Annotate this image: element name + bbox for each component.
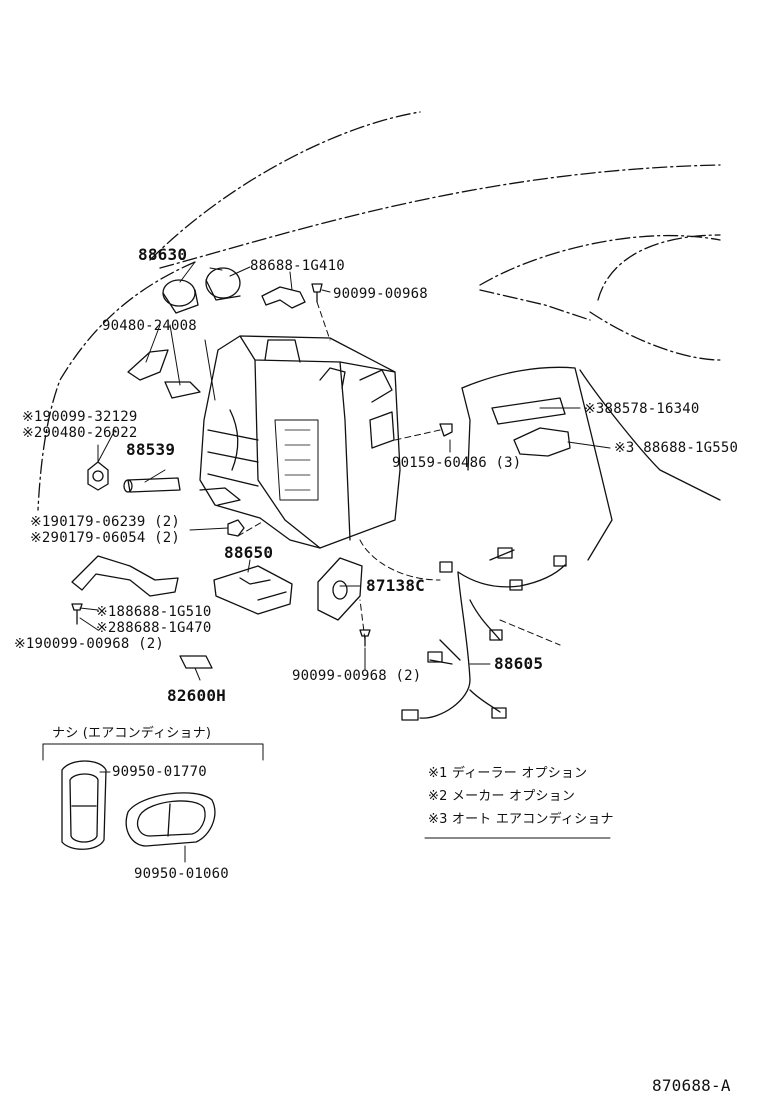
label-9048026022: ※290480-26022 — [22, 425, 138, 441]
label-9048024008: 90480-24008 — [102, 318, 197, 334]
part-88605-harness — [401, 547, 567, 721]
part-bracket-886881g410 — [261, 286, 306, 309]
label-88539: 88539 — [126, 440, 176, 459]
part-bracket-left — [71, 555, 179, 597]
leader-lines — [79, 261, 611, 863]
part-87138c-bracket — [317, 557, 363, 621]
label-82600h: 82600H — [167, 686, 226, 705]
dashed-lines — [237, 301, 561, 646]
part-886881g550 — [513, 427, 571, 457]
part-screw-right — [439, 423, 453, 437]
label-9017906054: ※290179-06054 (2) — [30, 530, 180, 546]
label-8857816340: ※388578-16340 — [584, 401, 700, 417]
part-88650-module — [213, 565, 293, 615]
label-9009900968: 90099-00968 — [333, 286, 428, 302]
label-88630: 88630 — [138, 245, 188, 264]
label-9009900968-bottom: 90099-00968 (2) — [292, 668, 422, 684]
part-82600h-fuse — [179, 655, 213, 669]
legend-note-2: ※2 メーカー オプション — [428, 789, 576, 804]
label-886881g470: ※288688-1G470 — [96, 620, 212, 636]
part-9095001770-grommet — [61, 760, 107, 850]
part-88539-tube — [123, 477, 181, 493]
label-9017906239: ※190179-06239 (2) — [30, 514, 180, 530]
legend-note-1: ※1 ディーラー オプション — [428, 766, 588, 781]
legend-note-3: ※3 オート エアコンディショナ — [428, 812, 614, 827]
part-9048024008 — [127, 349, 201, 399]
label-886881g510: ※188688-1G510 — [96, 604, 212, 620]
part-9095001060-grommet — [125, 792, 216, 847]
part-88630-sleeves — [162, 267, 241, 314]
label-886881g410: 88688-1G410 — [250, 258, 345, 274]
part-screw-top — [311, 283, 323, 303]
part-nut-left — [87, 461, 109, 491]
part-screw-left — [71, 603, 83, 625]
label-9015960486: 90159-60486 (3) — [392, 455, 522, 471]
hvac-unit — [199, 335, 401, 549]
label-87138c: 87138C — [366, 576, 425, 595]
label-88650: 88650 — [224, 543, 274, 562]
label-886881g550: ※3 88688-1G550 — [614, 440, 739, 456]
label-9009932129: ※190099-32129 — [22, 409, 138, 425]
part-nut-mid — [227, 519, 245, 537]
label-9009900968-2: ※190099-00968 (2) — [14, 636, 164, 652]
label-9095001770: 90950-01770 — [112, 764, 207, 780]
diagram-code: 870688-A — [652, 1076, 731, 1095]
vehicle-outline — [37, 111, 721, 511]
panel-outline — [461, 366, 721, 561]
label-9095001060: 90950-01060 — [134, 866, 229, 882]
label-88605: 88605 — [494, 654, 544, 673]
group-label: ナシ (エアコンディショナ) — [52, 726, 212, 741]
group-bracket — [42, 743, 264, 761]
